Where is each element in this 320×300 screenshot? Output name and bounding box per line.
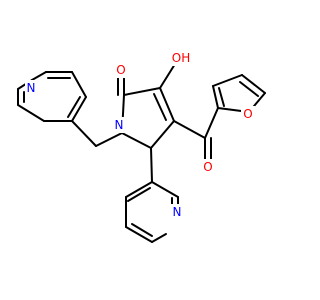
bond	[31, 71, 47, 81]
bond	[127, 187, 151, 202]
label-furan-oxygen: O	[241, 106, 255, 122]
bond	[218, 87, 225, 107]
bond	[121, 132, 152, 149]
pyridine-nitrogen-bottom-label: N	[173, 205, 182, 219]
ketone-oxygen-label: O	[203, 160, 212, 174]
pyridine-ring-bottom	[125, 181, 179, 243]
bond	[123, 87, 161, 96]
pyridine-ring-top	[17, 71, 87, 122]
bond	[173, 120, 206, 139]
bond	[212, 74, 243, 87]
lactam-oxygen-label: O	[116, 63, 125, 77]
bond	[212, 85, 219, 109]
hydroxyl-label: OH	[172, 51, 190, 65]
bond	[30, 112, 45, 122]
bond	[125, 181, 153, 198]
pyridine-nitrogen-label: N	[27, 81, 36, 95]
label-hydroxyl: OH	[168, 50, 194, 66]
bond	[150, 147, 153, 183]
furan-oxygen-label: O	[243, 107, 252, 121]
molecule-drawing: N N O OH O O N	[17, 50, 266, 243]
label-ketone-oxygen: O	[201, 159, 215, 175]
bond	[71, 71, 87, 98]
label-pyridine-nitrogen-bottom: N	[170, 204, 184, 220]
label-pyridine-nitrogen-top: N	[25, 80, 37, 96]
bond	[131, 223, 153, 237]
structure-diagram: N N O OH O O N	[17, 50, 266, 243]
bond	[17, 104, 32, 114]
bond	[71, 96, 87, 122]
bond	[153, 93, 167, 121]
bond	[151, 181, 179, 198]
ring-nitrogen-label: N	[115, 118, 124, 132]
bond	[239, 81, 259, 97]
pyrrolinone-ring	[121, 87, 175, 149]
bond	[67, 96, 81, 118]
bond	[159, 63, 176, 89]
bond	[204, 107, 219, 139]
bond	[151, 233, 167, 243]
bond	[241, 74, 266, 94]
label-ring-nitrogen: N	[112, 117, 126, 133]
bond	[150, 120, 175, 149]
bond	[125, 226, 153, 243]
bond	[159, 87, 175, 122]
furan-ring	[204, 74, 266, 139]
label-lactam-oxygen: O	[114, 62, 128, 78]
bond	[95, 132, 123, 147]
bond	[71, 120, 97, 147]
